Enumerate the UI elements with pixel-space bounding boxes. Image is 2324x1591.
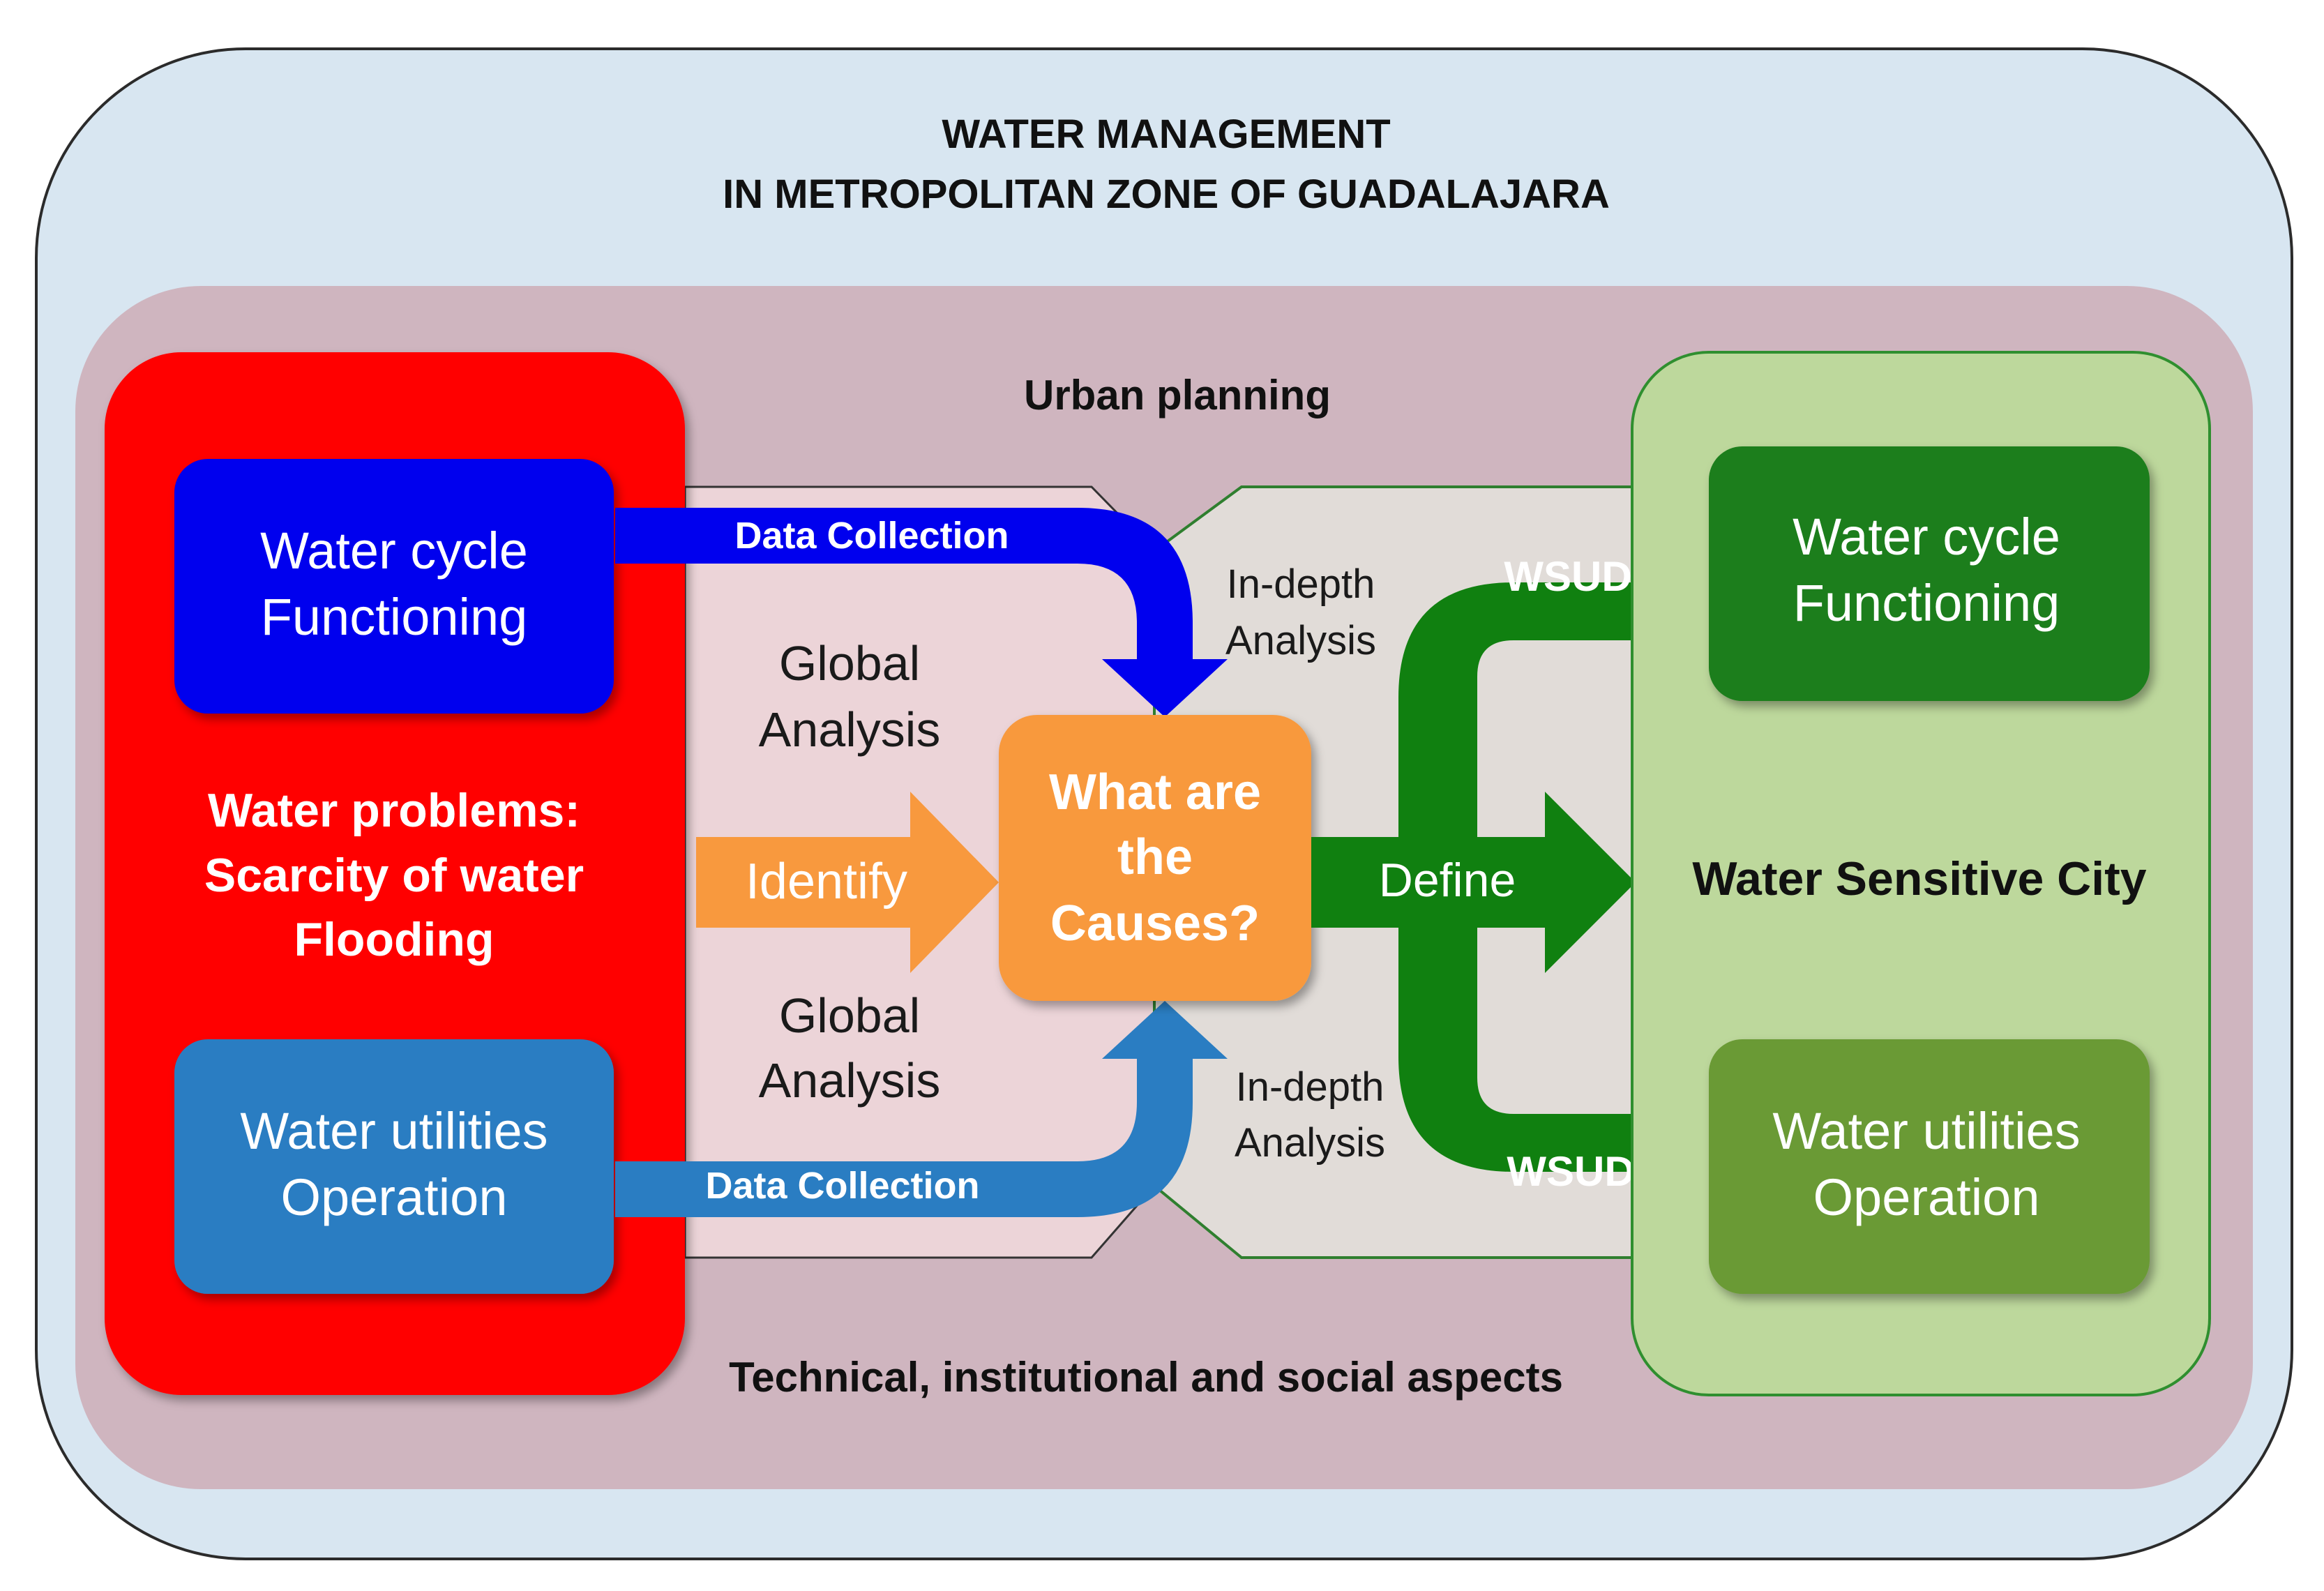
water-problem-scarcity: Scarcity of water bbox=[204, 849, 584, 902]
causes-line2: the bbox=[1117, 829, 1193, 885]
water-cycle-problem-line2: Functioning bbox=[261, 588, 528, 646]
water-problems-heading: Water problems: bbox=[208, 784, 580, 837]
define-arrow bbox=[1311, 792, 1636, 973]
causes-box bbox=[999, 715, 1311, 1001]
diagram-title-line2: IN METROPOLITAN ZONE OF GUADALAJARA bbox=[723, 172, 1610, 217]
water-utilities-problem-box bbox=[174, 1039, 614, 1294]
diagram-title-line1: WATER MANAGEMENT bbox=[942, 112, 1390, 157]
data-collection-arrow-top bbox=[615, 508, 1228, 717]
global-analysis-top-line2: Analysis bbox=[759, 702, 941, 757]
identify-label: Identify bbox=[746, 854, 907, 910]
water-cycle-problem-box bbox=[174, 459, 614, 714]
water-utilities-solution-line1: Water utilities bbox=[1772, 1102, 2080, 1160]
water-utilities-problem-line1: Water utilities bbox=[240, 1102, 548, 1160]
data-collection-top-label: Data Collection bbox=[734, 515, 1009, 557]
water-cycle-solution-box bbox=[1709, 446, 2150, 701]
water-utilities-solution-box bbox=[1709, 1039, 2150, 1294]
urban-planning-label: Urban planning bbox=[1024, 372, 1331, 419]
data-collection-bottom-label: Data Collection bbox=[705, 1165, 979, 1207]
water-cycle-solution-line1: Water cycle bbox=[1793, 508, 2060, 566]
indepth-top-line1: In-depth bbox=[1227, 561, 1375, 607]
water-problem-flooding: Flooding bbox=[294, 913, 494, 966]
indepth-top-line2: Analysis bbox=[1225, 618, 1376, 663]
aspects-label: Technical, institutional and social aspe… bbox=[729, 1354, 1563, 1401]
water-utilities-problem-line2: Operation bbox=[281, 1168, 508, 1226]
wsud-top-label: WSUD bbox=[1504, 553, 1631, 600]
wsud-connector bbox=[1398, 582, 1702, 1172]
global-analysis-bottom-line2: Analysis bbox=[759, 1053, 941, 1108]
water-cycle-solution-line2: Functioning bbox=[1793, 574, 2060, 632]
water-sensitive-city-label: Water Sensitive City bbox=[1692, 852, 2146, 905]
wsud-bottom-label: WSUD bbox=[1507, 1148, 1634, 1195]
define-label: Define bbox=[1379, 854, 1516, 907]
water-utilities-solution-line2: Operation bbox=[1813, 1168, 2040, 1226]
water-cycle-problem-line1: Water cycle bbox=[260, 522, 528, 580]
causes-line3: Causes? bbox=[1050, 896, 1260, 951]
identify-arrow bbox=[696, 792, 999, 973]
global-analysis-bottom-line1: Global bbox=[779, 988, 920, 1043]
indepth-bottom-line2: Analysis bbox=[1235, 1120, 1385, 1166]
global-analysis-top-line1: Global bbox=[779, 636, 920, 691]
indepth-bottom-line1: In-depth bbox=[1236, 1064, 1384, 1110]
causes-line1: What are bbox=[1049, 764, 1261, 820]
data-collection-arrow-bottom bbox=[615, 1001, 1228, 1217]
